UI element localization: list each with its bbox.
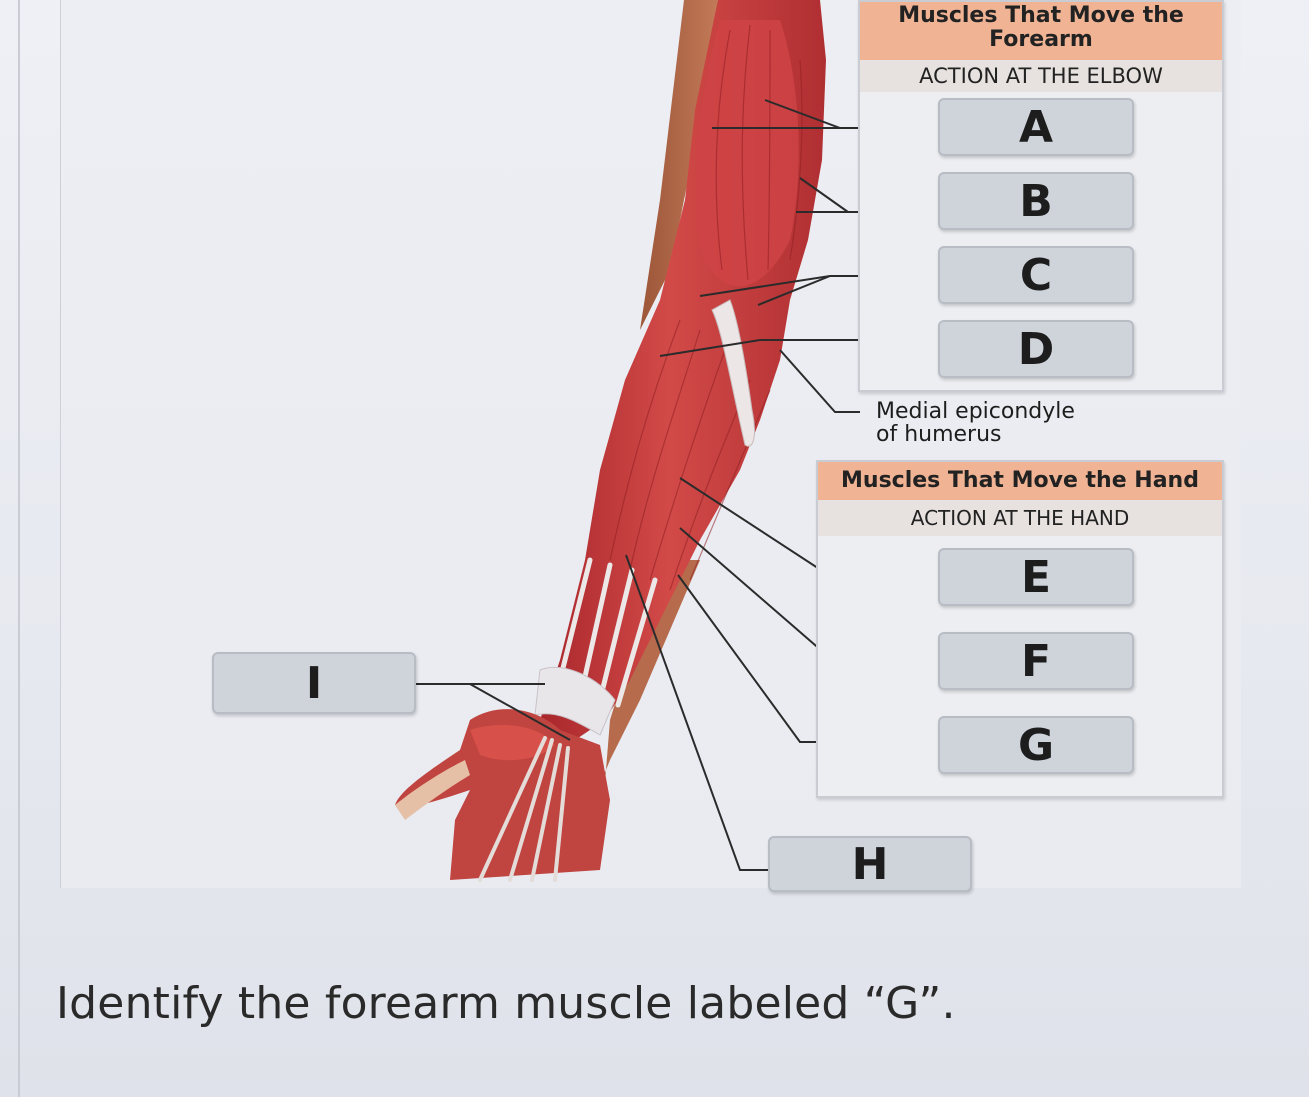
annotation-line2: of humerus xyxy=(876,422,1002,447)
label-box-i[interactable]: I xyxy=(212,652,416,714)
label-box-g[interactable]: G xyxy=(938,716,1134,774)
medial-epicondyle-annotation: Medial epicondyle of humerus xyxy=(876,400,1116,446)
label-box-e[interactable]: E xyxy=(938,548,1134,606)
thumb-muscle xyxy=(470,725,555,761)
biceps-tendon xyxy=(711,299,755,447)
thumb xyxy=(395,760,470,820)
question-text: Identify the forearm muscle labeled “G”. xyxy=(56,978,956,1029)
forearm-title-line2: Forearm xyxy=(989,27,1093,52)
hand-box-subtitle: ACTION AT THE HAND xyxy=(818,500,1222,536)
annotation-line1: Medial epicondyle xyxy=(876,399,1075,424)
hand-palm xyxy=(395,709,610,880)
label-box-h[interactable]: H xyxy=(768,836,972,892)
label-box-f[interactable]: F xyxy=(938,632,1134,690)
forearm-box-title: Muscles That Move the Forearm xyxy=(860,2,1222,60)
window-edge xyxy=(18,0,20,1097)
biceps-shape xyxy=(696,20,799,287)
hand-box-title: Muscles That Move the Hand xyxy=(818,462,1222,500)
upper-arm-skin xyxy=(640,0,718,330)
forearm-anatomy-illustration xyxy=(395,0,938,882)
forearm-box-subtitle: ACTION AT THE ELBOW xyxy=(860,60,1222,92)
label-box-c[interactable]: C xyxy=(938,246,1134,304)
label-box-a[interactable]: A xyxy=(938,98,1134,156)
label-box-b[interactable]: B xyxy=(938,172,1134,230)
flexor-retinaculum xyxy=(534,666,616,736)
forearm-title-line1: Muscles That Move the xyxy=(898,3,1184,28)
label-box-d[interactable]: D xyxy=(938,320,1134,378)
